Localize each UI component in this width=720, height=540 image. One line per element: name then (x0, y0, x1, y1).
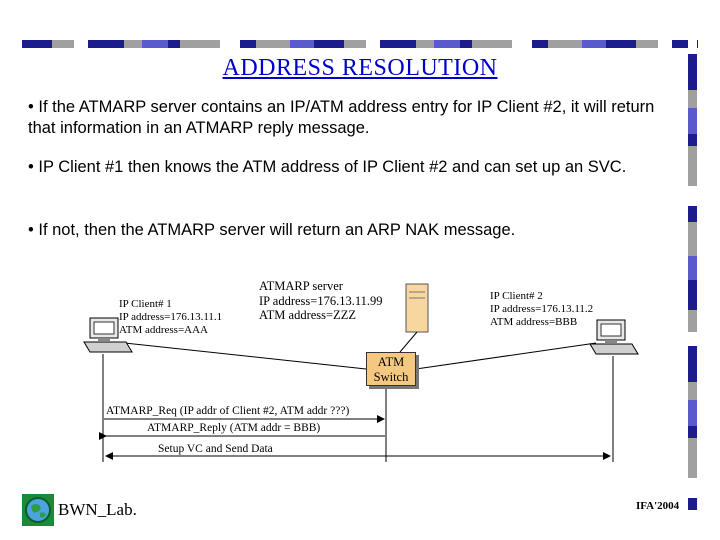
frame-segment (256, 40, 290, 48)
frame-segment (688, 134, 697, 146)
frame-segment (460, 40, 472, 48)
frame-segment (688, 222, 697, 256)
client2-label: IP Client# 2 IP address=176.13.11.2 ATM … (490, 290, 593, 329)
frame-segment (688, 346, 697, 382)
client1-ip: IP address=176.13.11.1 (119, 311, 223, 323)
frame-segment (688, 400, 697, 426)
frame-segment (416, 40, 434, 48)
frame-segment (688, 332, 697, 346)
frame-segment (344, 40, 366, 48)
frame-segment (512, 40, 532, 48)
frame-segment (22, 40, 52, 48)
frame-segment (434, 40, 460, 48)
frame-segment (688, 310, 697, 332)
frame-segment (672, 40, 698, 48)
frame-segment (688, 108, 697, 134)
globe-logo-icon (22, 494, 54, 526)
frame-segment (180, 40, 220, 48)
bullet-2: • IP Client #1 then knows the ATM addres… (28, 158, 627, 176)
frame-segment (688, 206, 697, 222)
atm-switch-box: ATM Switch (366, 352, 416, 386)
frame-segment (688, 382, 697, 400)
frame-segment (314, 40, 344, 48)
client1-computer-icon (83, 317, 133, 353)
msg-atmarp-reply: ATMARP_Reply (ATM addr = BBB) (147, 422, 321, 434)
frame-segment (688, 478, 697, 498)
frame-segment (472, 40, 512, 48)
frame-segment (220, 40, 240, 48)
frame-segment (582, 40, 606, 48)
frame-segment (74, 40, 88, 48)
bwn-lab-logo (22, 494, 54, 531)
client2-computer-icon (589, 319, 639, 355)
frame-segment (688, 54, 697, 90)
client2-ip: IP address=176.13.11.2 (490, 303, 594, 315)
frame-segment (658, 40, 672, 48)
top-frame-strip (22, 40, 698, 48)
msg-atmarp-req: ATMARP_Req (IP addr of Client #2, ATM ad… (106, 405, 350, 417)
frame-segment (290, 40, 314, 48)
bullet-3: • If not, then the ATMARP server will re… (28, 221, 516, 239)
frame-segment (532, 40, 548, 48)
right-frame-strip (688, 40, 697, 510)
frame-segment (688, 40, 697, 54)
link-switch-client2 (415, 342, 597, 370)
frame-segment (606, 40, 636, 48)
link-server-switch (399, 331, 418, 353)
frame-segment (380, 40, 416, 48)
frame-segment (88, 40, 124, 48)
frame-segment (142, 40, 168, 48)
switch-label-line2: Switch (373, 370, 409, 384)
footer-conference: IFA'2004 (636, 500, 680, 512)
frame-segment (168, 40, 180, 48)
atmarp-server-icon (405, 283, 429, 333)
msg-setup-vc: Setup VC and Send Data (158, 443, 273, 455)
server-ip: IP address=176.13.11.99 (259, 293, 383, 308)
client1-label: IP Client# 1 IP address=176.13.11.1 ATM … (119, 298, 222, 337)
switch-label-line1: ATM (377, 355, 405, 369)
frame-segment (688, 280, 697, 310)
server-name: ATMARP server (259, 279, 343, 293)
bullet-1: • If the ATMARP server contains an IP/AT… (28, 98, 655, 137)
frame-segment (688, 90, 697, 108)
frame-segment (688, 498, 697, 510)
frame-segment (240, 40, 256, 48)
frame-segment (688, 186, 697, 206)
frame-segment (688, 256, 697, 280)
frame-segment (636, 40, 658, 48)
frame-segment (548, 40, 582, 48)
frame-segment (688, 146, 697, 186)
frame-segment (688, 426, 697, 438)
client2-name: IP Client# 2 (490, 290, 543, 302)
frame-segment (52, 40, 74, 48)
frame-segment (124, 40, 142, 48)
frame-segment (688, 438, 697, 478)
server-atm: ATM address=ZZZ (259, 308, 356, 322)
client1-name: IP Client# 1 (119, 298, 172, 310)
server-label: ATMARP server IP address=176.13.11.99 AT… (259, 279, 382, 323)
client1-atm: ATM address=AAA (119, 324, 208, 336)
client2-atm: ATM address=BBB (490, 316, 578, 328)
page-title: ADDRESS RESOLUTION (222, 55, 498, 81)
frame-segment (366, 40, 380, 48)
link-client1-switch (124, 342, 367, 370)
footer-lab-name: BWN_Lab. (58, 500, 137, 519)
